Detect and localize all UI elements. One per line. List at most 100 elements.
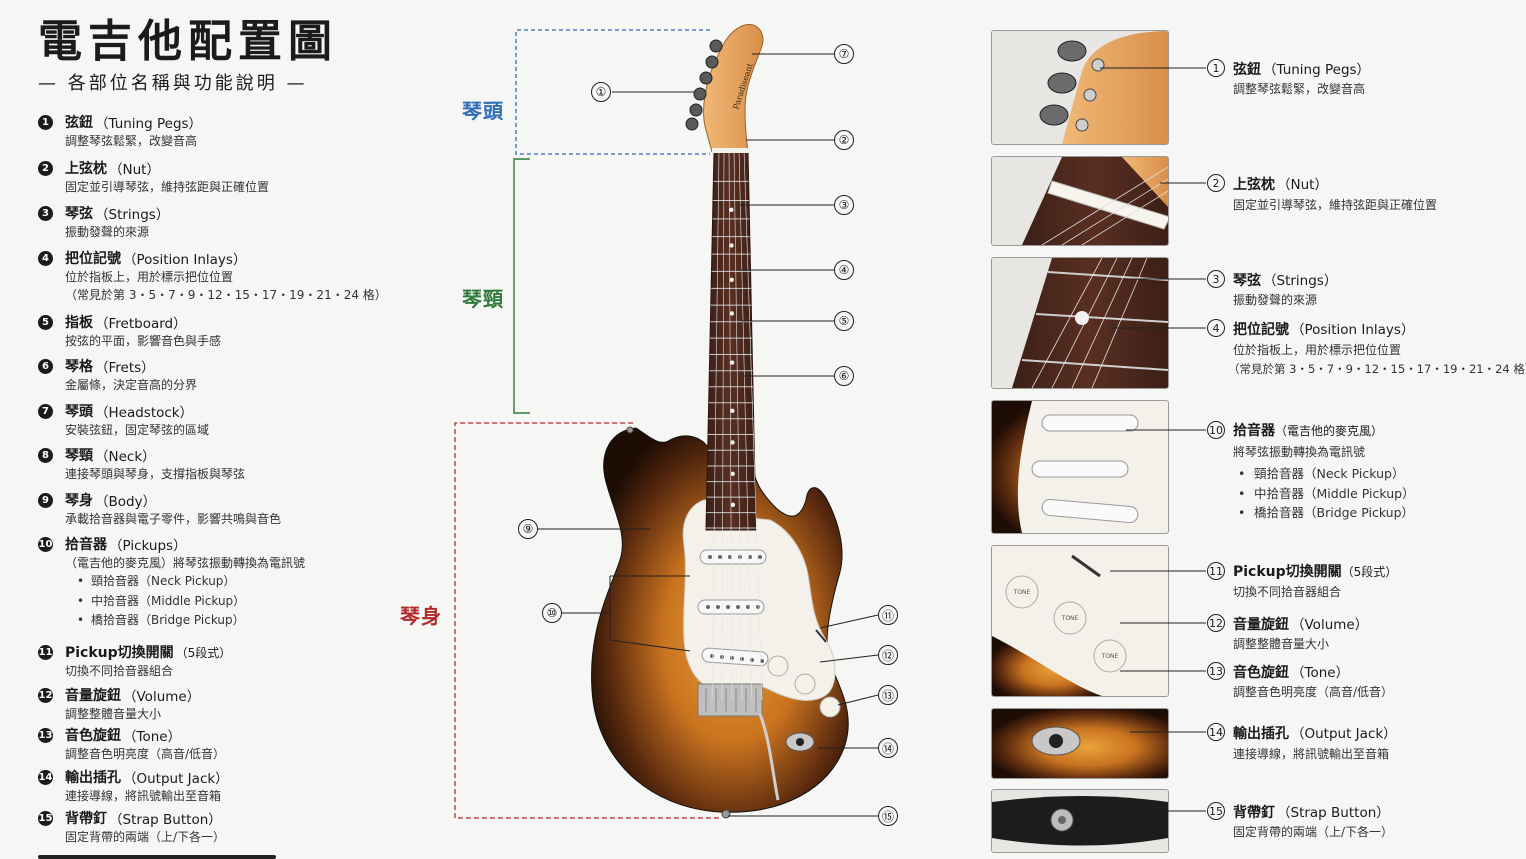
right-title-volume: 音量旋鈕（Volume） — [1233, 617, 1369, 633]
number-badge: 13 — [38, 727, 53, 743]
part-name: 琴格 — [65, 359, 93, 375]
label-body: 琴身 — [400, 604, 442, 628]
strings — [711, 149, 763, 701]
inlay-dot — [729, 207, 734, 212]
part-description: 調整音色明亮度（高音/低音） — [65, 747, 226, 761]
number-badge: 14 — [38, 769, 53, 785]
inlay-dot — [729, 277, 734, 283]
part-item-strings: 3 琴弦（Strings） 振動發聲的來源 — [38, 203, 458, 241]
right-title-strings: 琴弦（Strings） — [1233, 273, 1338, 289]
photo-tuning-pegs — [991, 30, 1169, 145]
number-badge: 10 — [38, 536, 53, 552]
knob-label: TONE — [1013, 589, 1031, 596]
number-badge: 2 — [38, 160, 53, 176]
right-title-pickups: 拾音器（電吉他的麥克風） — [1233, 423, 1384, 439]
right-number-2: 2 — [1207, 174, 1225, 192]
number-badge: 6 — [38, 358, 53, 374]
part-english: （Neck） — [95, 449, 156, 465]
part-english: （Strings） — [95, 207, 170, 223]
part-description: 振動發聲的來源 — [65, 225, 150, 239]
photo-controls: TONE TONE TONE — [991, 545, 1169, 697]
part-item-tone: 13 音色旋鈕（Tone） 調整音色明亮度（高音/低音） — [38, 725, 458, 763]
neck-bracket — [513, 158, 530, 414]
part-english: （5段式） — [175, 645, 232, 660]
number-badge: 11 — [38, 644, 53, 660]
inlay-dot — [729, 311, 735, 316]
part-english: （Fretboard） — [95, 316, 187, 332]
page-subtitle: — 各部位名稱與功能說明 — — [38, 73, 308, 94]
right-number-14: 14 — [1207, 723, 1225, 741]
number-badge: 15 — [38, 810, 53, 826]
part-english: （Headstock） — [95, 405, 194, 421]
part-english: （Body） — [95, 494, 157, 510]
part-description: 安裝弦鈕，固定琴弦的區域 — [65, 423, 210, 437]
part-english: （Output Jack） — [123, 771, 229, 787]
callout-1: ① — [591, 82, 611, 102]
part-description-note: （常見於第 3・5・7・9・12・15・17・19・21・24 格） — [65, 288, 387, 302]
right-number-12: 12 — [1207, 614, 1225, 632]
knob-label: TONE — [1061, 615, 1079, 622]
part-description: 按弦的平面，影響音色與手感 — [65, 334, 222, 348]
part-name: 上弦枕 — [65, 161, 107, 177]
part-name: 弦鈕 — [65, 115, 93, 131]
right-number-13: 13 — [1207, 662, 1225, 680]
right-desc-switch: 切換不同拾音器組合 — [1233, 585, 1342, 599]
part-description: （電吉他的麥克風）將琴弦振動轉換為電訊號 — [65, 556, 306, 570]
right-desc-volume: 調整整體音量大小 — [1233, 637, 1330, 651]
part-description: 連接導線，將訊號輸出至音箱 — [65, 789, 222, 803]
callout-4: ④ — [834, 260, 854, 280]
part-description: 金屬條，決定音高的分界 — [65, 378, 198, 392]
part-name: 琴弦 — [65, 206, 93, 222]
part-description: 位於指板上，用於標示把位位置 — [65, 270, 234, 284]
right-title-strap-button: 背帶釘（Strap Button） — [1233, 805, 1390, 821]
callout-10: ⑩ — [542, 603, 562, 623]
inlays — [729, 207, 736, 508]
right-bullet-neck-pickup: 頸拾音器（Neck Pickup） — [1238, 463, 1404, 482]
part-english: （Tuning Pegs） — [95, 116, 203, 132]
right-number-3: 3 — [1207, 270, 1225, 288]
number-badge: 9 — [38, 492, 53, 508]
inlay-dot — [729, 243, 734, 248]
callout-3: ③ — [834, 195, 854, 215]
right-title-switch: Pickup切換開關（5段式） — [1233, 564, 1398, 580]
part-name: 音色旋鈕 — [65, 728, 121, 744]
callout-9: ⑨ — [518, 519, 538, 539]
bullet-middle-pickup: 中拾音器（Middle Pickup） — [77, 592, 458, 612]
part-english: （Pickups） — [109, 538, 187, 554]
part-name: 音量旋鈕 — [65, 688, 121, 704]
right-title-tuning-pegs: 弦鈕（Tuning Pegs） — [1233, 62, 1371, 78]
part-item-tuning-pegs: 1 弦鈕（Tuning Pegs） 調整琴弦鬆緊，改變音高 — [38, 112, 458, 150]
part-description: 調整琴弦鬆緊，改變音高 — [65, 134, 198, 148]
callout-13: ⑬ — [878, 685, 898, 705]
right-title-output-jack: 輸出插孔（Output Jack） — [1233, 726, 1397, 742]
callout-11: ⑪ — [878, 605, 898, 625]
page-title: 電吉他配置圖 — [38, 16, 338, 67]
part-english: （Strap Button） — [109, 812, 222, 828]
number-badge: 3 — [38, 205, 53, 221]
nut — [712, 148, 750, 153]
bullet-neck-pickup: 頸拾音器（Neck Pickup） — [77, 572, 458, 592]
number-badge: 1 — [38, 114, 53, 130]
part-name: 背帶釘 — [65, 811, 107, 827]
strap-button-top — [626, 426, 634, 434]
bridge — [697, 683, 763, 717]
inlay-dot — [730, 502, 736, 508]
label-headstock: 琴頭 — [462, 99, 504, 123]
right-desc-tone: 調整音色明亮度（高音/低音） — [1233, 685, 1394, 699]
number-badge: 7 — [38, 403, 53, 419]
part-name: 把位記號 — [65, 251, 121, 267]
callout-15: ⑮ — [878, 806, 898, 826]
photo-nut — [991, 156, 1169, 246]
photo-output-jack — [991, 708, 1169, 779]
right-bullet-bridge-pickup: 橋拾音器（Bridge Pickup） — [1238, 502, 1414, 521]
control-knobs — [767, 655, 841, 718]
part-english: （Tone） — [123, 729, 182, 745]
number-badge: 5 — [38, 314, 53, 330]
inlay-dot — [730, 440, 735, 445]
